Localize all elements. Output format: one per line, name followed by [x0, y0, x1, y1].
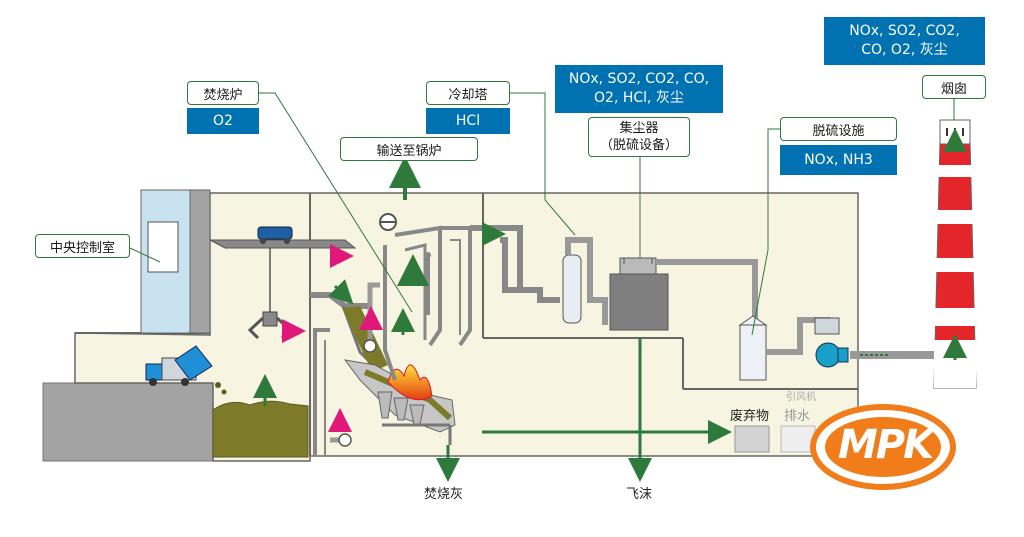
control-room-window	[147, 221, 179, 273]
mpk-logo	[810, 404, 956, 490]
waste-pile	[212, 400, 309, 458]
to-boiler-label: 输送至锅炉	[340, 137, 478, 161]
mpk-logo-text: MPK	[838, 422, 934, 468]
waste-in-hopper	[342, 306, 388, 372]
drain-label: 排水	[784, 409, 811, 424]
waste-pit-wall	[42, 382, 214, 462]
desulfurization-gas-box: NOx, NH3	[780, 145, 897, 175]
fan-label: 引风机	[786, 392, 816, 403]
control-room-label: 中央控制室	[35, 234, 130, 258]
cooling-tower-label: 冷却塔	[426, 81, 510, 105]
dust-collector-label: 集尘器 （脱硫设备）	[588, 117, 690, 157]
cooling-tower-unit	[562, 254, 582, 324]
dust-collector-gas-box: NOx, SO2, CO2, CO, O2, HCl, 灰尘	[555, 65, 723, 113]
waste-label: 废弃物	[730, 409, 770, 424]
chimney-label: 烟囱	[922, 75, 986, 99]
flame	[387, 364, 433, 401]
chimney-gas-box: NOx, SO2, CO2, CO, O2, 灰尘	[824, 17, 985, 65]
desulfurization-unit	[739, 324, 767, 381]
cooling-tower-gas-box: HCl	[426, 108, 510, 134]
induced-draft-fan	[814, 317, 849, 368]
desulfurization-label: 脱硫设施	[780, 117, 897, 141]
dust-collector-unit	[609, 273, 669, 331]
incinerator-label: 焚烧炉	[187, 81, 259, 105]
waste-box	[734, 425, 770, 453]
drain-box	[780, 425, 816, 453]
crane-grab	[262, 311, 278, 327]
garbage-truck	[145, 345, 213, 386]
fly-ash-label: 飞沫	[626, 487, 653, 502]
incinerator-gas-box: O2	[187, 108, 259, 134]
incineration-ash-label: 焚烧灰	[424, 487, 464, 502]
chimney-stack	[933, 119, 977, 389]
